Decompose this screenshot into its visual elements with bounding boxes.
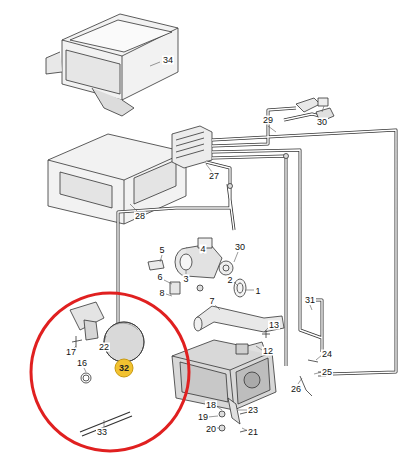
egr-pipe bbox=[194, 306, 284, 332]
throttle-body bbox=[148, 238, 233, 294]
callout-number: 6 bbox=[156, 273, 163, 282]
callout-number: 21 bbox=[247, 428, 259, 437]
callout-number: 28 bbox=[134, 212, 146, 221]
callout-number: 29 bbox=[262, 116, 274, 125]
callout-number: 12 bbox=[262, 347, 274, 356]
callout-number: 27 bbox=[208, 172, 220, 181]
vacuum-hoses bbox=[118, 108, 396, 374]
callout-number: 19 bbox=[197, 413, 209, 422]
callout-number: 25 bbox=[321, 368, 333, 377]
gasket bbox=[234, 279, 246, 297]
callout-number: 24 bbox=[321, 350, 333, 359]
callout-number: 18 bbox=[205, 401, 217, 410]
callout-number: 30 bbox=[234, 243, 246, 252]
callout-number: 8 bbox=[158, 289, 165, 298]
callout-number: 3 bbox=[182, 275, 189, 284]
callout-number: 34 bbox=[162, 56, 174, 65]
callout-number: 1 bbox=[254, 287, 261, 296]
control-unit bbox=[48, 134, 186, 224]
callout-number: 17 bbox=[65, 348, 77, 357]
connector-block bbox=[172, 126, 212, 168]
callout-number: 22 bbox=[98, 343, 110, 352]
callout-number: 4 bbox=[199, 245, 206, 254]
callout-number: 7 bbox=[208, 297, 215, 306]
callout-number: 32 bbox=[119, 364, 129, 373]
callout-number: 16 bbox=[76, 359, 88, 368]
callout-number: 30 bbox=[316, 118, 328, 127]
badge-fill bbox=[115, 359, 133, 377]
callout-number: 26 bbox=[290, 385, 302, 394]
callout-badge: 32 bbox=[114, 358, 134, 378]
callout-number: 20 bbox=[205, 425, 217, 434]
air-filter-housing bbox=[46, 14, 178, 116]
highlight-circle bbox=[31, 293, 189, 451]
fasteners bbox=[219, 330, 326, 432]
callout-number: 13 bbox=[268, 321, 280, 330]
leader-lines bbox=[74, 62, 324, 431]
callout-number: 2 bbox=[226, 276, 233, 285]
callout-number: 5 bbox=[158, 246, 165, 255]
callout-number: 33 bbox=[96, 428, 108, 437]
vacuum-reservoir bbox=[70, 302, 144, 436]
callout-number: 31 bbox=[304, 296, 316, 305]
callout-number: 23 bbox=[247, 406, 259, 415]
